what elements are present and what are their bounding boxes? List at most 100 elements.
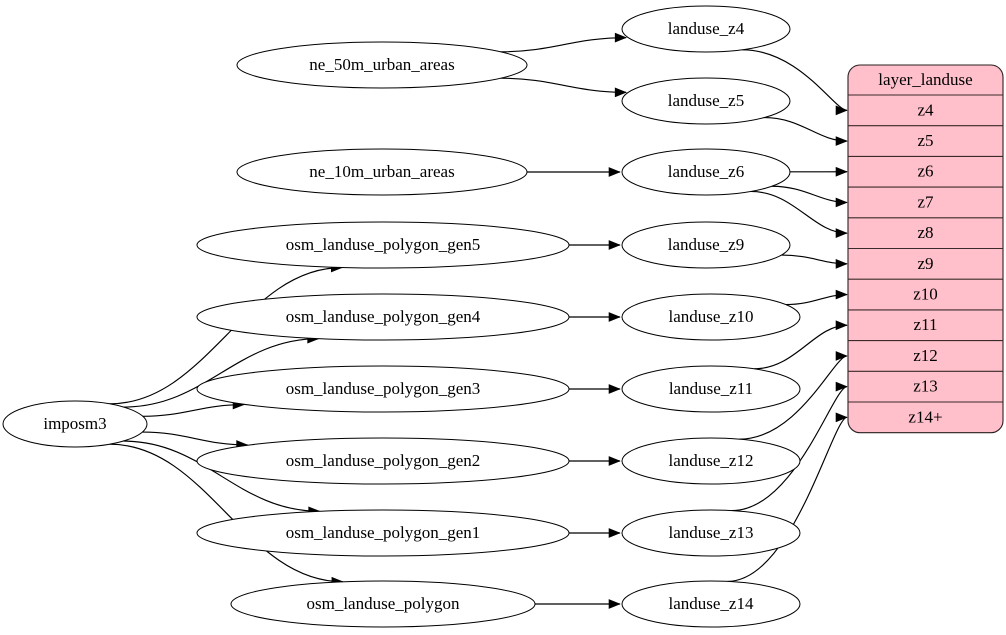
layer-landuse-table[interactable]: layer_landuse z4 z5 z6 z7 z8 z9 z10 z11 z12 z13 z14…: [847, 64, 1004, 434]
node-label-osm_landuse_polygon_gen2: osm_landuse_polygon_gen2: [286, 451, 481, 470]
layer-table-row-z9[interactable]: z9: [917, 254, 933, 273]
node-shape-source: [2, 400, 148, 448]
edge-arrowhead: [835, 259, 848, 269]
node-osm_landuse_polygon_gen4[interactable]: osm_landuse_polygon_gen4: [196, 293, 570, 341]
layer-table-row-z4[interactable]: z4: [917, 100, 934, 119]
layer-table-row-z12[interactable]: z12: [913, 346, 938, 365]
node-ne_10m_urban_areas[interactable]: ne_10m_urban_areas: [236, 148, 528, 196]
node-label-landuse_z9: landuse_z9: [668, 235, 744, 254]
node-osm_landuse_polygon_gen3[interactable]: osm_landuse_polygon_gen3: [196, 365, 570, 413]
node-shape-input: [196, 437, 570, 485]
edge-landuse_z13-to-z13: [731, 386, 848, 512]
node-shape-mid: [621, 580, 801, 628]
edge-landuse_z12-to-z12: [739, 355, 848, 440]
node-landuse_z9[interactable]: landuse_z9: [621, 221, 791, 269]
edge-imposm3-to-osm_landuse_polygon_gen5: [109, 266, 343, 405]
node-shape-input: [196, 293, 570, 341]
node-landuse_z13[interactable]: landuse_z13: [621, 509, 801, 557]
node-osm_landuse_polygon_gen5[interactable]: osm_landuse_polygon_gen5: [196, 221, 570, 269]
node-label-landuse_z4: landuse_z4: [668, 19, 745, 38]
edge-arrowhead: [608, 384, 621, 394]
node-label-ne_50m_urban_areas: ne_50m_urban_areas: [309, 55, 454, 74]
edge-arrowhead: [835, 166, 848, 177]
node-shape-input: [230, 580, 536, 628]
node-label-landuse_z13: landuse_z13: [669, 523, 754, 542]
edge-arrowhead: [608, 240, 621, 250]
edge-arrowhead: [835, 351, 848, 361]
layer-table-row-z6[interactable]: z6: [917, 162, 933, 181]
edge-imposm3-to-osm_landuse_polygon_gen2: [142, 431, 248, 446]
layer-table-row-z5[interactable]: z5: [917, 131, 933, 150]
node-landuse_z12[interactable]: landuse_z12: [621, 437, 801, 485]
edge-landuse_z14-to-z14+: [727, 416, 848, 582]
node-label-landuse_z12: landuse_z12: [669, 451, 754, 470]
edge-arrowhead: [835, 320, 848, 331]
edge-ne_50m_urban_areas-to-landuse_z5: [500, 77, 627, 93]
node-imposm3[interactable]: imposm3: [2, 400, 148, 448]
node-label-landuse_z10: landuse_z10: [669, 307, 754, 326]
edge-imposm3-to-osm_landuse_polygon_gen1: [123, 440, 320, 512]
edge-arrowhead: [835, 228, 848, 238]
edge-arrowhead: [835, 105, 848, 116]
node-shape-mid: [621, 365, 801, 413]
layer-table-row-z13[interactable]: z13: [913, 377, 938, 396]
layer-table-row-z7[interactable]: z7: [917, 192, 934, 211]
node-ne_50m_urban_areas[interactable]: ne_50m_urban_areas: [236, 41, 528, 89]
edge-imposm3-to-osm_landuse_polygon_gen3: [142, 403, 245, 417]
edge-arrowhead: [614, 32, 627, 43]
node-shape-mid: [621, 509, 801, 557]
node-label-osm_landuse_polygon_gen5: osm_landuse_polygon_gen5: [286, 235, 481, 254]
node-label-osm_landuse_polygon_gen4: osm_landuse_polygon_gen4: [286, 307, 481, 326]
node-label-landuse_z5: landuse_z5: [668, 91, 744, 110]
node-label-osm_landuse_polygon_gen3: osm_landuse_polygon_gen3: [286, 379, 481, 398]
node-label-osm_landuse_polygon: osm_landuse_polygon: [307, 594, 460, 613]
node-shape-mid: [621, 221, 791, 269]
edge-arrowhead: [614, 87, 627, 98]
node-label-imposm3: imposm3: [43, 414, 106, 433]
edge-landuse_z5-to-z5: [764, 116, 848, 142]
nodes-layer: imposm3 ne_50m_urban_areas ne_10m_urban_ar…: [2, 5, 801, 628]
node-landuse_z10[interactable]: landuse_z10: [621, 293, 801, 341]
node-landuse_z6[interactable]: landuse_z6: [621, 148, 791, 196]
node-shape-input: [236, 148, 528, 196]
edge-arrowhead: [835, 136, 848, 146]
node-shape-mid: [621, 5, 791, 53]
layer-table-row-z8[interactable]: z8: [917, 223, 933, 242]
node-shape-mid: [621, 77, 791, 125]
node-shape-input: [196, 221, 570, 269]
edge-arrowhead: [608, 599, 621, 609]
node-label-osm_landuse_polygon_gen1: osm_landuse_polygon_gen1: [286, 523, 481, 542]
layer-table-row-z10[interactable]: z10: [913, 284, 938, 303]
node-osm_landuse_polygon_gen1[interactable]: osm_landuse_polygon_gen1: [196, 509, 570, 557]
node-osm_landuse_polygon[interactable]: osm_landuse_polygon: [230, 580, 536, 628]
edge-arrowhead: [835, 197, 848, 208]
node-landuse_z5[interactable]: landuse_z5: [621, 77, 791, 125]
node-label-landuse_z11: landuse_z11: [669, 379, 753, 398]
layer-table-row-z14+[interactable]: z14+: [908, 407, 942, 426]
node-label-landuse_z14: landuse_z14: [669, 594, 754, 613]
node-landuse_z4[interactable]: landuse_z4: [621, 5, 791, 53]
edge-ne_50m_urban_areas-to-landuse_z4: [500, 37, 627, 53]
edge-arrowhead: [608, 167, 621, 177]
node-shape-input: [196, 365, 570, 413]
node-osm_landuse_polygon_gen2[interactable]: osm_landuse_polygon_gen2: [196, 437, 570, 485]
edge-imposm3-to-osm_landuse_polygon: [109, 443, 343, 583]
node-shape-mid: [621, 437, 801, 485]
node-landuse_z14[interactable]: landuse_z14: [621, 580, 801, 628]
edge-imposm3-to-osm_landuse_polygon_gen4: [123, 338, 319, 408]
edge-landuse_z6-to-z8: [750, 190, 848, 234]
node-shape-mid: [621, 148, 791, 196]
edge-arrowhead: [835, 381, 848, 392]
node-shape-input: [196, 509, 570, 557]
node-shape-input: [236, 41, 528, 89]
node-shape-mid: [621, 293, 801, 341]
node-landuse_z11[interactable]: landuse_z11: [621, 365, 801, 413]
edge-arrowhead: [835, 289, 848, 300]
edge-arrowhead: [608, 312, 621, 322]
node-label-landuse_z6: landuse_z6: [668, 162, 744, 181]
node-label-ne_10m_urban_areas: ne_10m_urban_areas: [309, 162, 454, 181]
layer-table-header: layer_landuse: [878, 70, 972, 89]
layer-table-row-z11[interactable]: z11: [914, 315, 938, 334]
